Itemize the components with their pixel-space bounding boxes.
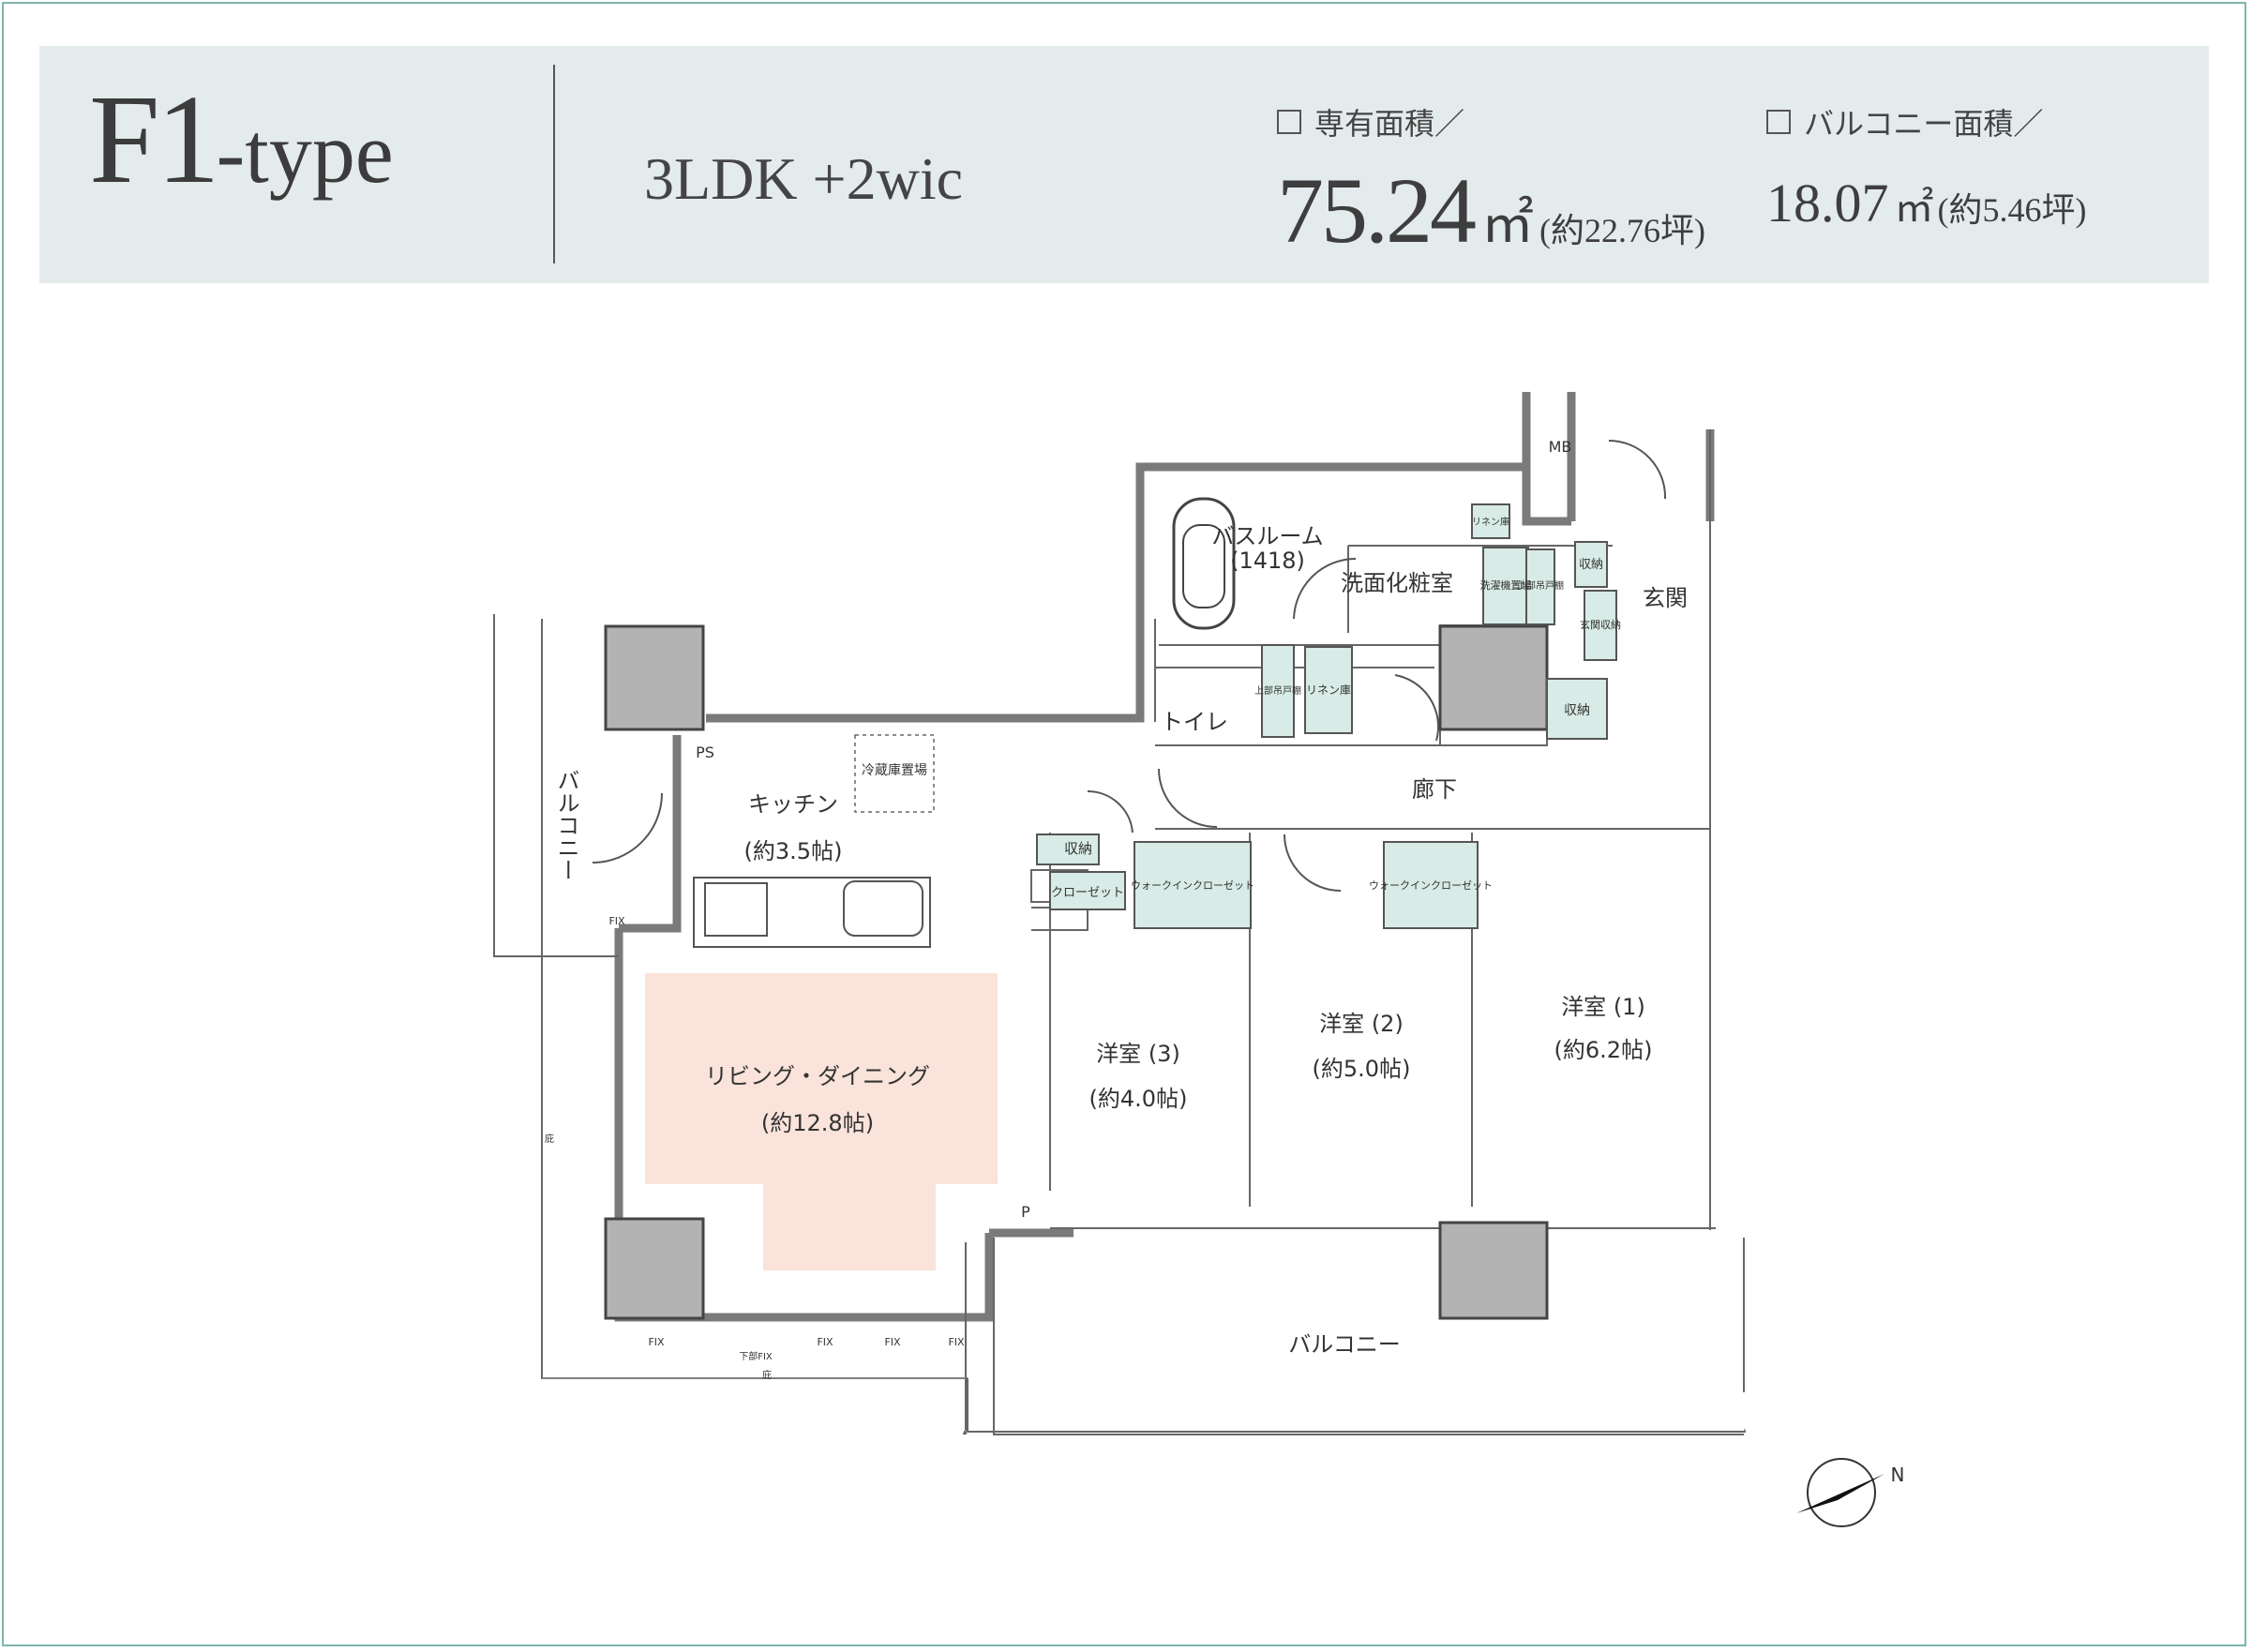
living-label: リビング・ダイニング [705, 1063, 930, 1089]
wic-box [1134, 841, 1252, 929]
room1-label: 洋室 (1) [1561, 994, 1645, 1020]
fix-label: FIX [608, 915, 625, 927]
washer-box [1482, 547, 1529, 625]
compass-icon [1796, 1458, 1884, 1527]
balcony-area-unit: ㎡ [1894, 188, 1934, 231]
kitchen-counter [693, 877, 931, 948]
kitchen-sink [843, 880, 923, 937]
bathroom-label: バスルーム [1211, 523, 1323, 549]
linen-label: リネン庫 [1306, 683, 1351, 697]
type-suffix: -type [216, 105, 394, 201]
linen-label: リネン庫 [1472, 516, 1509, 528]
column [604, 1217, 705, 1320]
fridge-label: 冷蔵庫置場 [862, 762, 927, 778]
exclusive-area-label: 専有面積／ [1314, 106, 1465, 142]
balcony-area-label: バルコニー面積／ [1804, 106, 2044, 142]
column [1438, 1221, 1549, 1320]
door-swings [592, 440, 1667, 892]
toilet-label: トイレ [1161, 709, 1228, 735]
cooktop-icon [704, 882, 768, 937]
header-divider [553, 65, 555, 263]
bathtub [1172, 497, 1236, 630]
room2-label: 洋室 (2) [1319, 1011, 1404, 1037]
mb-label: MB [1549, 438, 1572, 456]
upper-shelf-label: 上部吊戸棚 [1517, 579, 1564, 592]
balcony-area-tsubo: (約5.46坪) [1937, 191, 2087, 229]
room3-label: 洋室 (3) [1096, 1041, 1180, 1067]
column [1438, 624, 1549, 731]
balcony-area-title: バルコニー面積／ [1766, 100, 2087, 143]
column [604, 624, 705, 731]
balcony-west-label: バルコニー [553, 769, 579, 881]
exclusive-area-unit: ㎡ [1481, 196, 1534, 254]
corridor-label: 廊下 [1412, 776, 1457, 803]
storage-areas [1036, 503, 1617, 929]
wic-box [1383, 841, 1479, 929]
fix-label: FIX [884, 1336, 901, 1348]
inner-walls [493, 429, 1746, 1435]
upper-shelf-box [1525, 548, 1555, 625]
entrance-label: 玄関 [1643, 585, 1688, 611]
fix-label: FIX [948, 1336, 965, 1348]
layout-label: 3LDK +2wic [644, 145, 964, 212]
columns [604, 624, 1549, 1320]
small-labels: PS MB P 冷蔵庫置場 収納 クローゼット ウォークインクローゼット ウォー… [545, 438, 1904, 1486]
storage-box [1036, 834, 1100, 865]
balcony-south-label: バルコニー [1288, 1331, 1401, 1358]
storage-box [1574, 541, 1608, 588]
entrance-storage-label: 玄関収納 [1580, 618, 1621, 631]
north-label: N [1891, 1464, 1905, 1486]
storage-label: 収納 [1564, 703, 1590, 718]
type-code: F1 [89, 69, 220, 210]
closet-box [1049, 871, 1126, 910]
wic-label: ウォークインクローゼット [1369, 879, 1493, 892]
washroom-label: 洗面化粧室 [1341, 570, 1453, 596]
storage-box [1546, 678, 1608, 740]
upper-shelf-box [1261, 644, 1295, 738]
closet-label: クローゼット [1051, 886, 1124, 900]
fix-label: FIX [648, 1336, 665, 1348]
bathroom-size: (1418) [1230, 548, 1305, 574]
kitchen-size: (約3.5帖) [744, 838, 843, 864]
checkbox-icon [1766, 110, 1791, 134]
balcony-area-value: 18.07 [1766, 173, 1889, 233]
eaves-label: 庇 [545, 1133, 554, 1145]
lower-fix-label: 下部FIX [739, 1350, 773, 1362]
ps-label: PS [696, 743, 714, 761]
eaves-label: 庇 [762, 1369, 772, 1381]
room1-size: (約6.2帖) [1554, 1037, 1653, 1063]
room3-size: (約4.0帖) [1089, 1086, 1188, 1112]
ldk-highlight [645, 973, 998, 1270]
balcony-lines [542, 1377, 1746, 1433]
wic-label: ウォークインクローゼット [1131, 879, 1254, 892]
upper-shelf-label: 上部吊戸棚 [1254, 684, 1301, 697]
linen-box [1471, 503, 1510, 539]
linen-box [1304, 646, 1353, 734]
kitchen-label: キッチン [748, 791, 838, 818]
p-label: P [1021, 1203, 1030, 1221]
type-name: F1-type [89, 76, 394, 203]
room-labels: リビング・ダイニング (約12.8帖) キッチン (約3.5帖) 洋室 (1) … [553, 523, 1688, 1358]
bathtub-inner [1182, 524, 1225, 608]
fridge-space [854, 734, 935, 813]
room2-size: (約5.0帖) [1313, 1056, 1411, 1082]
exclusive-area-tsubo: (約22.76坪) [1539, 212, 1705, 249]
living-size: (約12.8帖) [761, 1110, 874, 1136]
washer-label: 洗濯機置場 [1480, 578, 1532, 592]
exclusive-area-title: 専有面積／ [1277, 100, 1705, 143]
storage-label: 収納 [1579, 558, 1603, 572]
fix-label: FIX [817, 1336, 833, 1348]
checkbox-icon [1277, 110, 1301, 134]
storage-label: 収納 [1064, 840, 1092, 857]
entrance-storage-box [1584, 590, 1617, 661]
exclusive-area-value: 75.24 [1277, 158, 1477, 263]
